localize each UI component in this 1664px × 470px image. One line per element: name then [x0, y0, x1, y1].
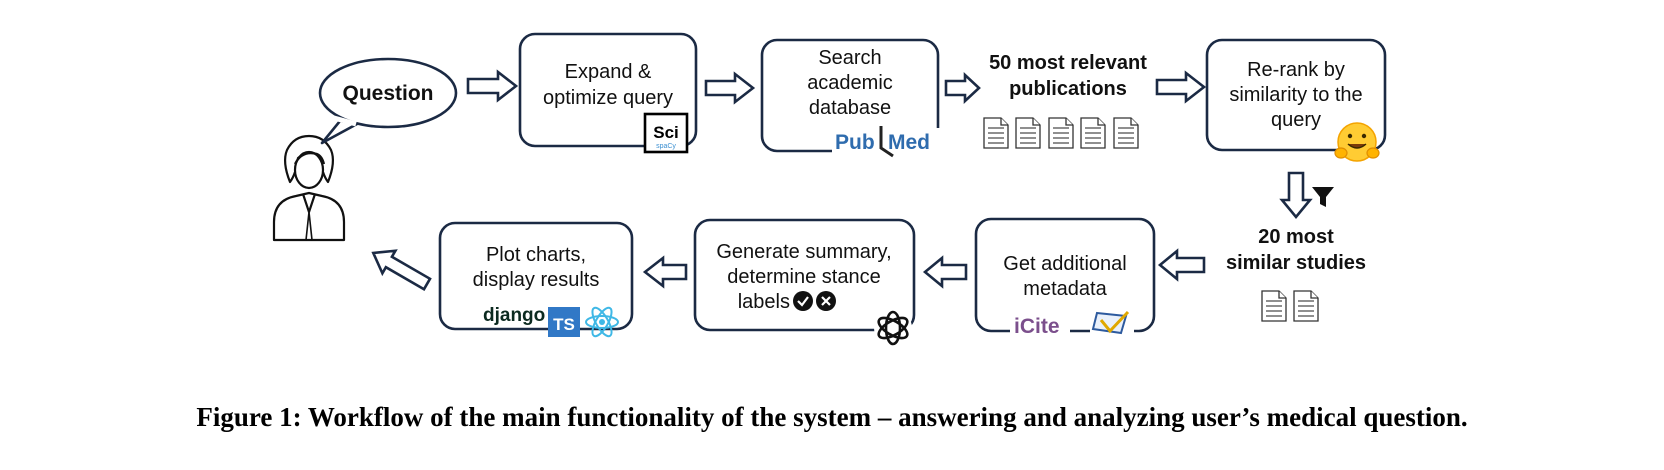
icite-logo: iCite: [1010, 313, 1070, 338]
pubmed-logo: Pub Med: [832, 126, 940, 158]
document-icon: [1113, 117, 1139, 149]
hugging-face-icon: [1334, 122, 1380, 162]
metadata-node: Get additional metadata iCite: [974, 217, 1156, 338]
django-logo: django: [483, 305, 545, 326]
pubmed-logo-pub: Pub: [835, 131, 875, 154]
arrow-diagonal: [371, 249, 432, 291]
question-bubble: Question: [318, 57, 458, 145]
similar-line-1: 20 most: [1258, 226, 1334, 248]
pubmed-logo-med: Med: [888, 131, 930, 154]
typescript-logo: TS: [548, 307, 580, 337]
rerank-line-2: similarity to the: [1229, 84, 1362, 106]
cross-circle-icon: [816, 291, 836, 311]
arrow-left: [922, 255, 968, 289]
summary-line-2: determine stance: [727, 266, 880, 288]
rerank-line-3: query: [1271, 109, 1321, 131]
openai-icon: [874, 309, 912, 347]
metadata-line-1: Get additional: [1003, 253, 1126, 275]
rerank-node: Re-rank by similarity to the query: [1205, 38, 1387, 162]
typescript-logo-text: TS: [553, 315, 575, 334]
document-icon: [1048, 117, 1074, 149]
plot-line-2: display results: [473, 269, 600, 291]
document-icon: [1080, 117, 1106, 149]
similar-line-2: similar studies: [1226, 252, 1366, 274]
arrow-down: [1279, 171, 1313, 220]
document-icon: [1261, 290, 1287, 322]
plot-node: Plot charts, display results django TS: [438, 221, 634, 338]
workflow-diagram: Question Expand & optimize query Sci spa…: [272, 32, 1387, 347]
summary-line-3: labels: [738, 291, 790, 313]
rerank-line-1: Re-rank by: [1247, 59, 1345, 81]
summary-node: Generate summary, determine stance label…: [693, 218, 916, 347]
search-database-node: Search academic database Pub Med: [760, 38, 940, 158]
document-icon: [1293, 290, 1319, 322]
question-label: Question: [342, 82, 433, 105]
relevant-publications: 50 most relevant publications: [983, 52, 1147, 149]
relevant-line-2: publications: [1009, 78, 1127, 100]
summary-line-1: Generate summary,: [716, 241, 891, 263]
expand-line-1: Expand &: [565, 61, 652, 83]
relevant-line-1: 50 most relevant: [989, 52, 1147, 74]
scispacy-logo-sub: spaCy: [656, 143, 676, 150]
filter-icon: [1312, 187, 1334, 207]
search-line-2: academic: [807, 72, 893, 94]
figure-caption: Figure 1: Workflow of the main functiona…: [196, 402, 1468, 432]
search-line-3: database: [809, 97, 891, 119]
document-icon: [1015, 117, 1041, 149]
arrow-right: [1155, 70, 1207, 104]
arrow-right: [466, 69, 519, 103]
book-icon: [1090, 310, 1134, 337]
arrow-right: [704, 71, 756, 105]
user-icon: [272, 134, 346, 242]
similar-studies: 20 most similar studies: [1226, 226, 1366, 322]
plot-line-1: Plot charts,: [486, 244, 586, 266]
react-icon: [585, 306, 619, 338]
icite-logo-text: iCite: [1014, 315, 1060, 338]
scispacy-logo: Sci spaCy: [643, 112, 689, 154]
scispacy-logo-main: Sci: [653, 123, 679, 142]
document-icon: [983, 117, 1009, 149]
arrow-right: [944, 72, 981, 104]
expand-line-2: optimize query: [543, 87, 673, 109]
check-circle-icon: [793, 291, 813, 311]
expand-query-node: Expand & optimize query Sci spaCy: [518, 32, 698, 154]
arrow-left: [1157, 248, 1206, 282]
metadata-line-2: metadata: [1023, 278, 1107, 300]
search-line-1: Search: [818, 47, 881, 69]
arrow-left: [642, 255, 688, 289]
